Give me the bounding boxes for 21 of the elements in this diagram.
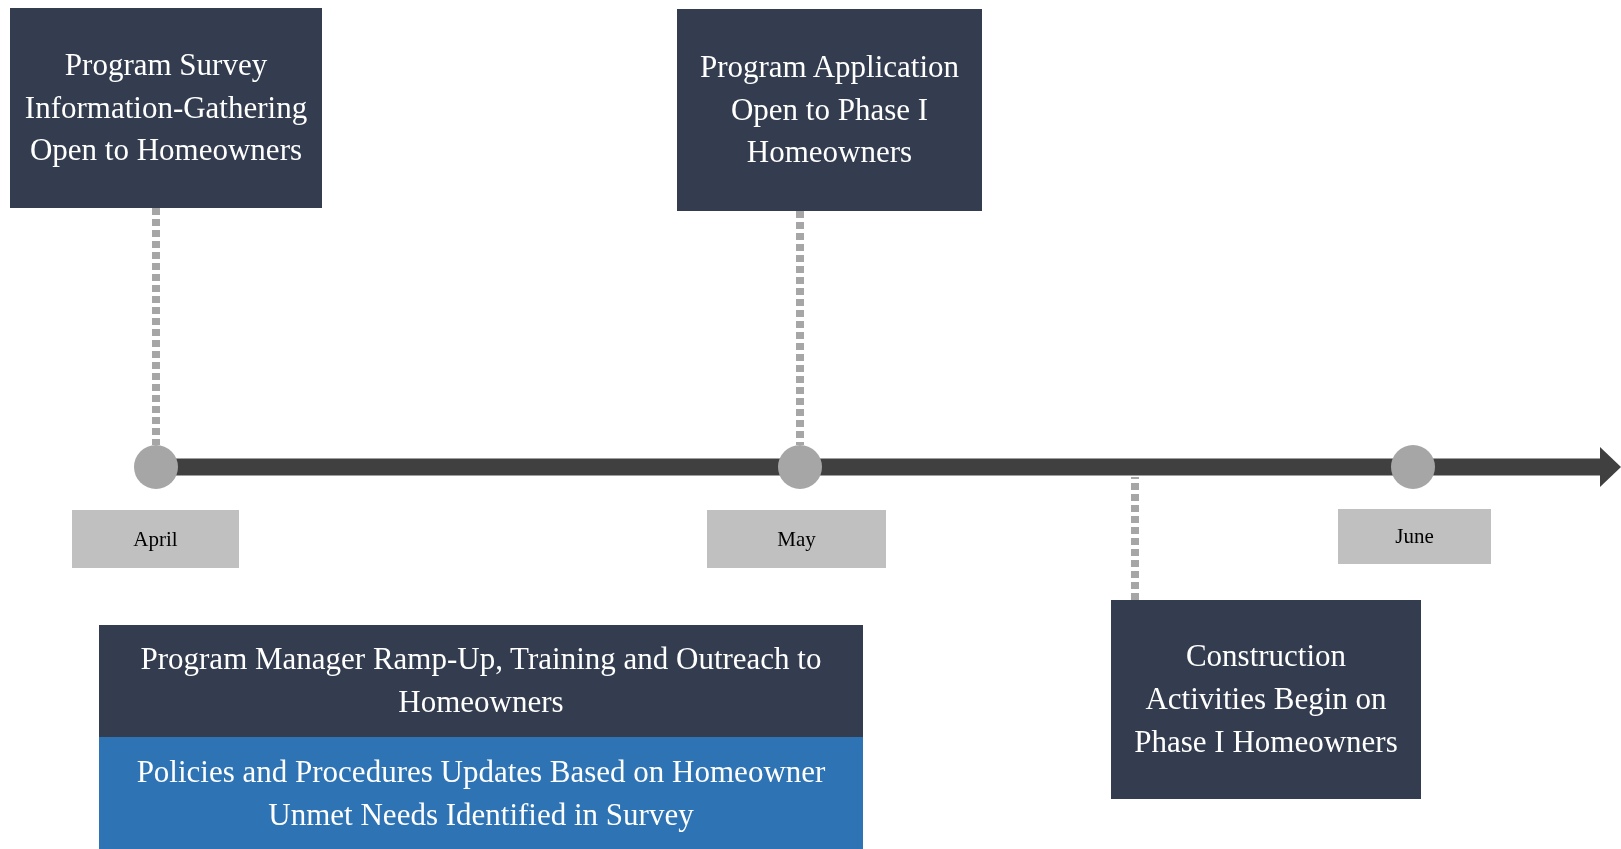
milestone-box — [99, 737, 863, 849]
month-label-box — [1338, 509, 1491, 564]
leader-line — [796, 211, 804, 445]
timeline-marker — [778, 445, 822, 489]
milestone-text: Program Survey Information-Gathering Open to Homeowners — [23, 45, 309, 170]
milestone-box — [677, 9, 982, 211]
milestone-box — [10, 8, 322, 208]
month-label: May — [777, 526, 816, 552]
month-label: April — [133, 526, 178, 552]
leader-line — [152, 208, 160, 445]
milestone-box — [1111, 600, 1421, 799]
milestone-text: Construction Activities Begin on Phase I Homeowners — [1133, 637, 1399, 761]
milestone-text: Policies and Procedures Updates Based on Homeowner Unmet Needs Identified in Survey — [135, 752, 827, 834]
milestone-box — [99, 625, 863, 737]
milestone-text: Program Application Open to Phase I Homeowners — [698, 47, 961, 172]
milestone-text: Program Manager Ramp-Up, Training and Outreach to Homeowners — [139, 640, 823, 721]
month-label: June — [1395, 524, 1434, 549]
timeline-marker — [134, 445, 178, 489]
month-label-box — [707, 510, 886, 568]
timeline-marker — [1391, 445, 1435, 489]
month-label-box — [72, 510, 239, 568]
